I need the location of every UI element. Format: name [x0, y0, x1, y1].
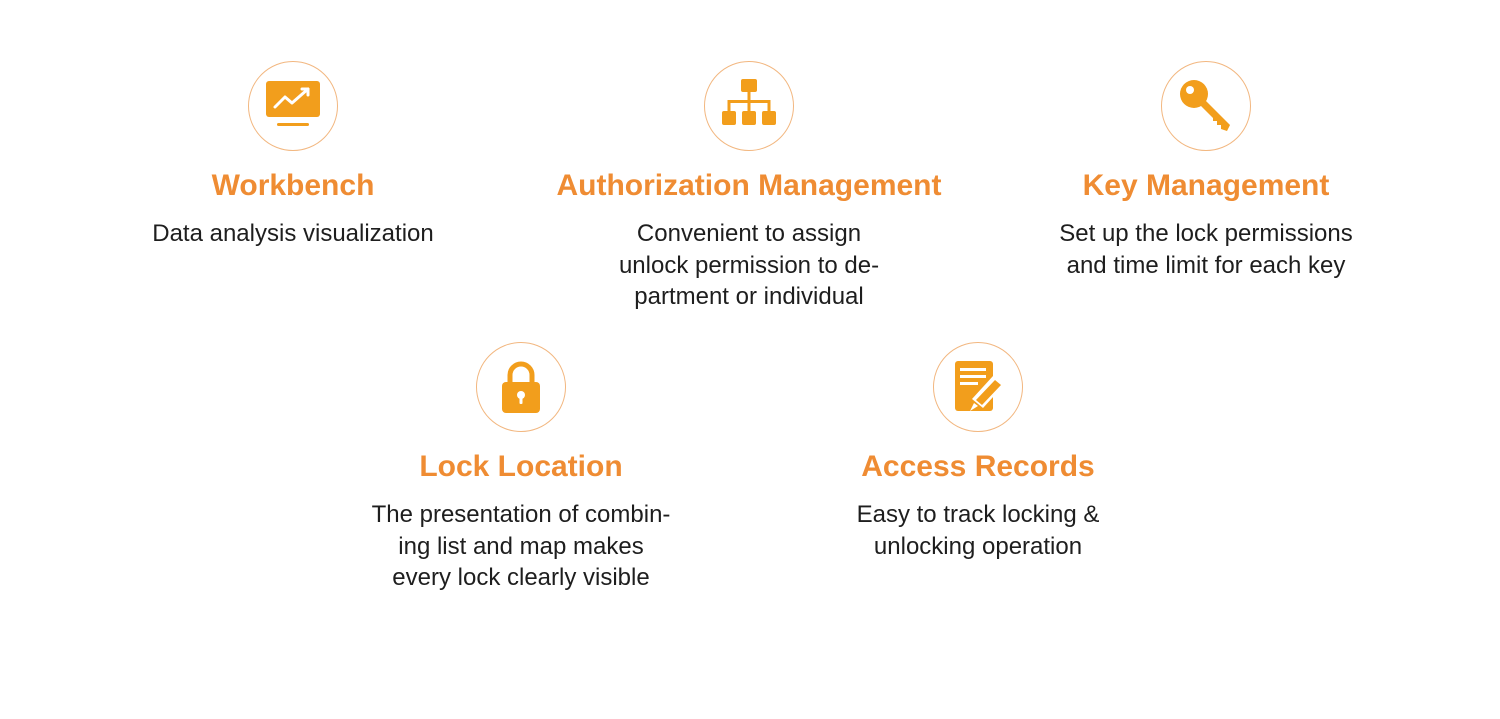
- padlock-icon: [502, 361, 540, 413]
- icon-badge: [248, 61, 338, 151]
- icon-badge: [704, 61, 794, 151]
- feature-description: Easy to track locking & unlocking operat…: [856, 501, 1100, 560]
- feature-lock-location: Lock Location The presentation of combin…: [311, 342, 731, 594]
- feature-key-management: Key Management Set up the lock permissio…: [996, 61, 1416, 281]
- feature-description: Convenient to assign unlock permission t…: [618, 220, 880, 310]
- feature-description: Data analysis visualization: [152, 220, 434, 247]
- feature-authorization-management: Authorization Management Convenient to a…: [539, 61, 959, 313]
- feature-title: Lock Location: [419, 450, 623, 483]
- feature-title: Key Management: [1082, 169, 1330, 202]
- monitor-chart-icon: [266, 81, 320, 126]
- org-chart-icon: [722, 79, 776, 125]
- feature-title: Authorization Management: [556, 169, 942, 202]
- key-icon: [1180, 80, 1230, 131]
- icon-badge: [1161, 61, 1251, 151]
- feature-access-records: Access Records Easy to track locking & u…: [768, 342, 1188, 562]
- icon-badge: [933, 342, 1023, 432]
- feature-title: Access Records: [861, 450, 1095, 483]
- document-pen-icon: [955, 361, 1004, 411]
- feature-description: The presentation of combin- ing list and…: [371, 501, 671, 591]
- feature-workbench: Workbench Data analysis visualization: [83, 61, 503, 250]
- icon-badge: [476, 342, 566, 432]
- feature-title: Workbench: [211, 169, 375, 202]
- feature-description: Set up the lock permissions and time lim…: [1059, 220, 1353, 279]
